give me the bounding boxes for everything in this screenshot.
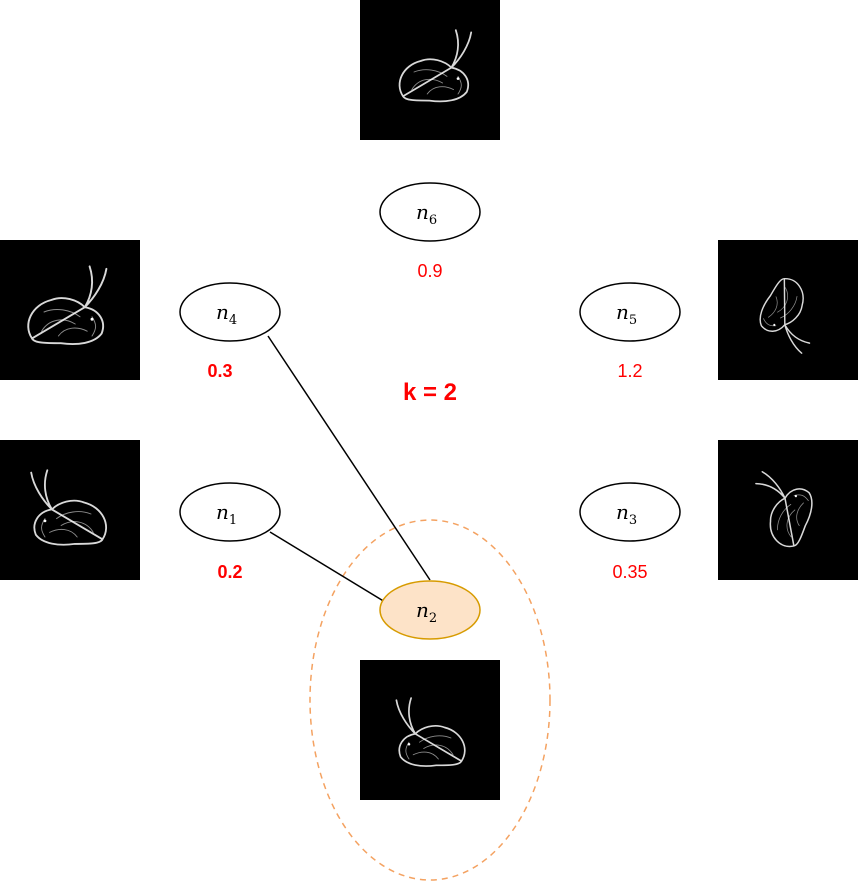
svg-text:n3: n3 [616,500,637,528]
image-n3 [718,440,858,580]
node-n2-selected[interactable]: n2 [379,580,481,640]
weight-n6: 0.9 [417,261,442,281]
svg-text:n5: n5 [616,300,637,328]
k-label: k = 2 [403,379,457,406]
edge-n1-n2 [269,531,386,603]
image-n4 [0,240,140,380]
svg-text:n1: n1 [216,500,237,528]
image-n6 [360,0,500,140]
node-n1[interactable]: n1 [179,482,281,542]
svg-text:n4: n4 [216,300,237,328]
svg-text:n6: n6 [416,200,437,228]
weight-n1: 0.2 [217,562,242,582]
svg-text:n2: n2 [416,598,437,626]
k-neighborhood-outline [309,519,551,881]
node-n4[interactable]: n4 [179,282,281,342]
image-n2 [360,660,500,800]
node-n6[interactable]: n6 [379,182,481,242]
image-n5 [718,240,858,380]
weight-n5: 1.2 [617,361,642,381]
weight-n3: 0.35 [612,562,647,582]
node-n3[interactable]: n3 [579,482,681,542]
node-n5[interactable]: n5 [579,282,681,342]
image-n1 [0,440,140,580]
edge-n4-n2 [267,335,431,581]
weight-n4: 0.3 [207,361,232,381]
